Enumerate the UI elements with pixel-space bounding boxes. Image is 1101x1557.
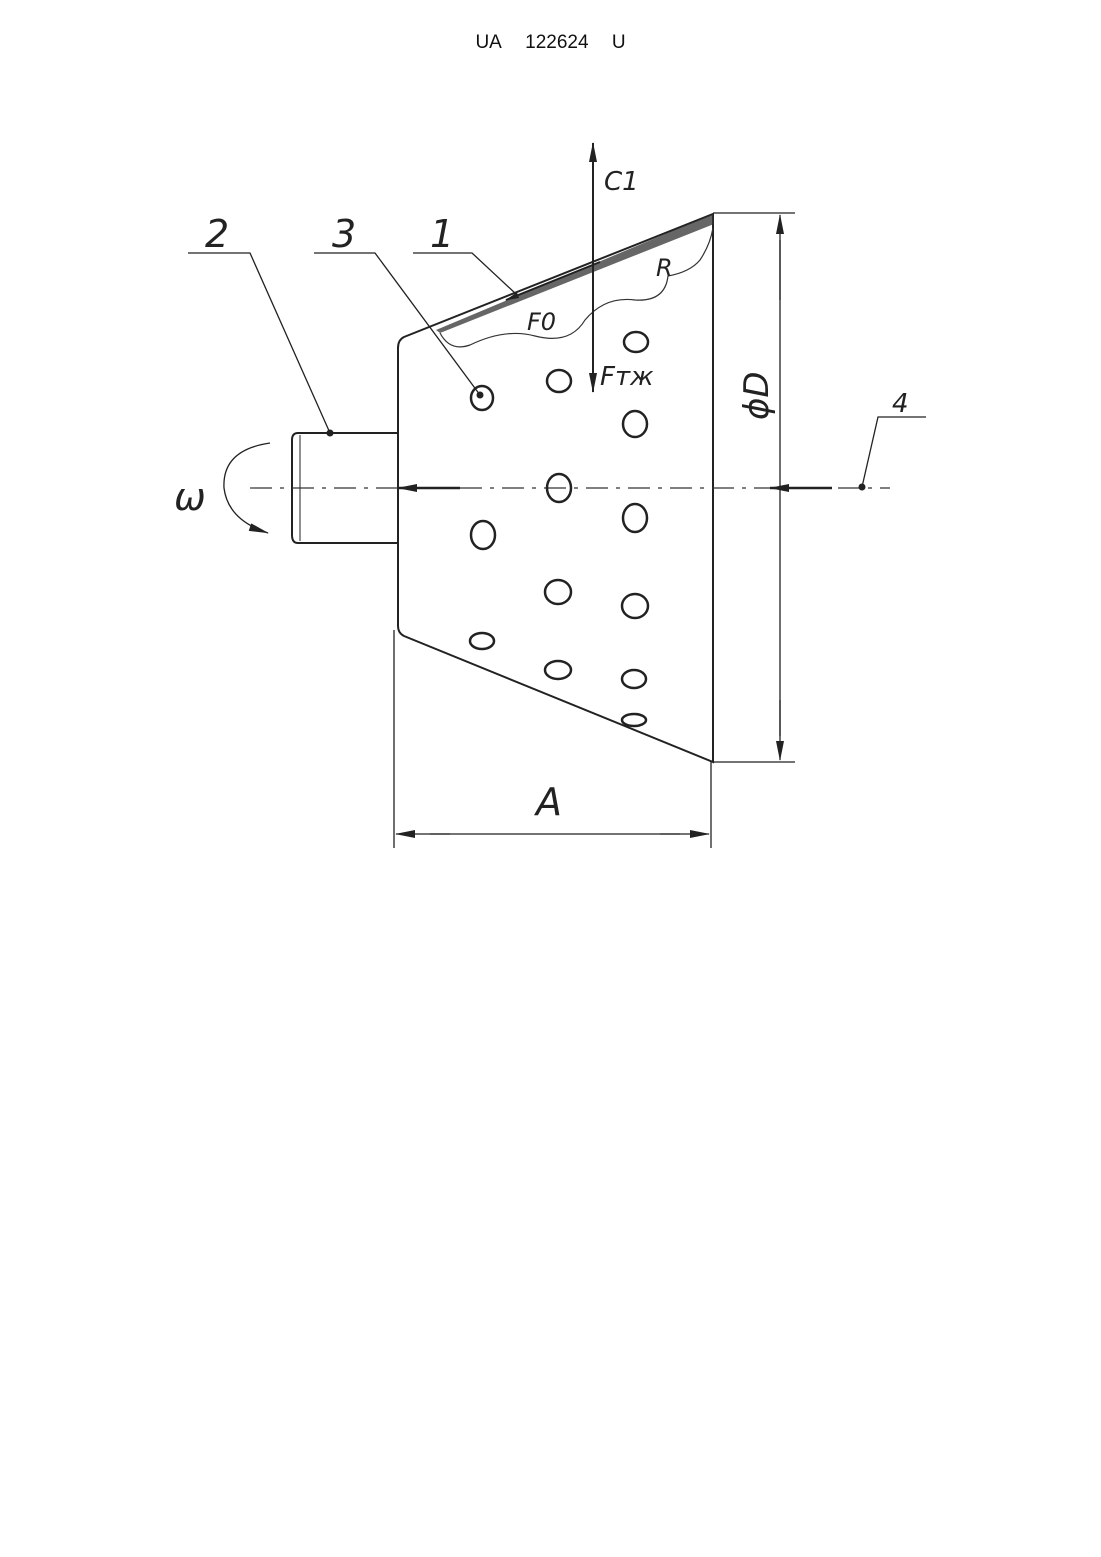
hole [471, 386, 493, 410]
label-length: A [533, 780, 562, 824]
hole [622, 594, 648, 618]
hole [471, 521, 495, 549]
leader-2 [188, 253, 330, 433]
label-part-1: 1 [430, 212, 454, 256]
label-part-2: 2 [205, 212, 229, 256]
label-force-f0: F0 [527, 308, 556, 336]
hole [470, 633, 494, 649]
hole [622, 714, 646, 726]
break-line [440, 228, 713, 347]
label-part-3: 3 [332, 212, 356, 256]
leader-4 [862, 417, 926, 487]
hole [623, 411, 647, 437]
hole [623, 504, 647, 532]
hole [622, 670, 646, 688]
hole [547, 370, 571, 392]
label-radius: R [656, 254, 673, 282]
hole [545, 661, 571, 679]
label-diameter: ϕD [737, 371, 777, 420]
label-force-ftzh: Fтж [600, 362, 654, 392]
label-force-c1: C1 [604, 167, 639, 197]
label-omega: ω [174, 475, 206, 519]
hole [624, 332, 648, 352]
force-f0-arrow [506, 262, 600, 300]
hole [545, 580, 571, 604]
leader-1 [413, 253, 516, 294]
label-part-4: 4 [892, 389, 909, 419]
